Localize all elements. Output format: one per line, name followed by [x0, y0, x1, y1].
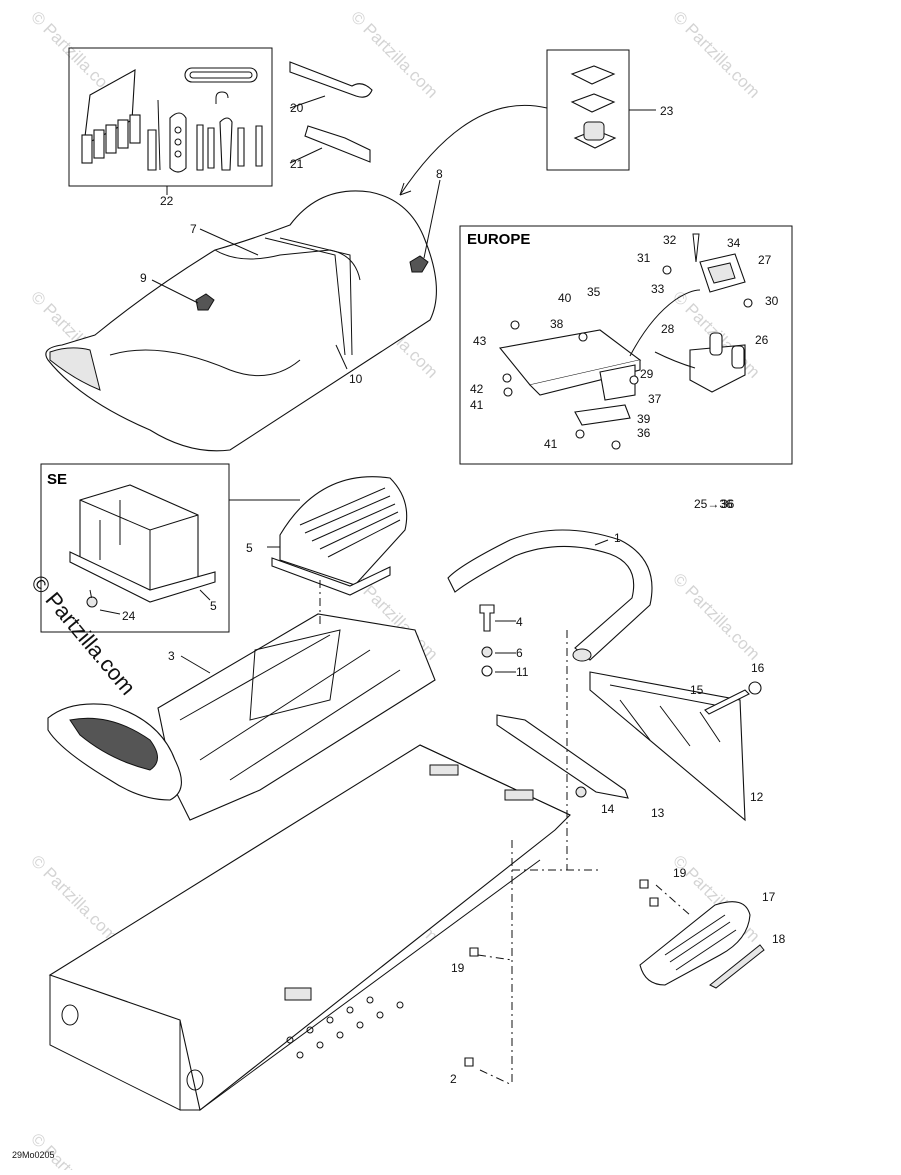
callout: 41: [544, 437, 558, 451]
callout: 26: [755, 333, 769, 347]
callout: 12: [750, 790, 764, 804]
se-box-label: SE: [47, 471, 67, 488]
callout: 21: [290, 157, 304, 171]
lock-kit-illustration: [546, 49, 630, 171]
callout: 33: [651, 282, 665, 296]
callout: 34: [727, 236, 741, 250]
callout: 22: [160, 194, 174, 208]
callout: 19: [451, 961, 465, 975]
callout: 17: [762, 890, 776, 904]
europe-box-label: EUROPE: [467, 231, 530, 248]
callout: 6: [516, 646, 523, 660]
callout: 28: [661, 322, 675, 336]
callout: 1: [614, 531, 621, 545]
callout: 27: [758, 253, 772, 267]
tunnel-frame-illustration: [48, 744, 571, 1111]
callout: 5: [210, 599, 217, 613]
callout: 23: [660, 104, 674, 118]
callout: 39: [637, 412, 651, 426]
callout: 18: [772, 932, 786, 946]
callout: 40: [558, 291, 572, 305]
callout: 32: [663, 233, 677, 247]
callout: 3: [168, 649, 175, 663]
callout: 5: [246, 541, 253, 555]
callout: 20: [290, 101, 304, 115]
grab-handle-illustration: [447, 529, 746, 822]
drawing-code: 29Mo0205: [12, 1150, 55, 1160]
europe-box: [459, 225, 793, 465]
callout: 24: [122, 609, 136, 623]
watermark-text: © Partzilla.com: [669, 569, 763, 663]
callout: 37: [648, 392, 662, 406]
callout: 13: [651, 806, 665, 820]
rear-bumper-illustration: [639, 901, 765, 989]
se-storage-illustration: [69, 484, 300, 608]
callout-labels: 1 2 3 4 5 5 6 7 8 9 10 11 12 13 14 15 16…: [122, 101, 786, 1086]
callout: 14: [601, 802, 615, 816]
seat-cushion-illustration: [271, 476, 408, 596]
europe-kit-illustration: [498, 233, 753, 450]
callout: 41: [470, 398, 484, 412]
callout: 43: [473, 334, 487, 348]
callout: 35: [587, 285, 601, 299]
callout: 4: [516, 615, 523, 629]
range-note: 25→36: [694, 497, 733, 511]
callout: 31: [637, 251, 651, 265]
callout: 10: [349, 372, 363, 386]
callout: 36: [637, 426, 651, 440]
callout: 36: [721, 497, 735, 511]
callout: 15: [690, 683, 704, 697]
callout: 42: [470, 382, 484, 396]
callout: 29: [640, 367, 654, 381]
assembly-lines: [89, 580, 691, 1086]
tool-kit-illustration: [68, 47, 273, 195]
watermark-text: © Partzilla.com: [27, 851, 121, 945]
seat-illustration: [45, 104, 548, 452]
se-box: [40, 463, 230, 633]
wrench-illustration: [289, 61, 373, 163]
callout: 9: [140, 271, 147, 285]
callout: 7: [190, 222, 197, 236]
leader-lines: [99, 95, 656, 674]
callout: 30: [765, 294, 779, 308]
watermark-text: © Partzilla.com: [669, 7, 763, 101]
callout: 38: [550, 317, 564, 331]
callout: 2: [450, 1072, 457, 1086]
callout: 8: [436, 167, 443, 181]
callout: 11: [516, 665, 529, 679]
callout: 16: [751, 661, 765, 675]
copyright-notice: © Partzilla.com: [26, 570, 140, 700]
callout: 19: [673, 866, 687, 880]
seat-base-illustration: [47, 613, 436, 821]
hardware-illustration: [464, 604, 762, 1067]
